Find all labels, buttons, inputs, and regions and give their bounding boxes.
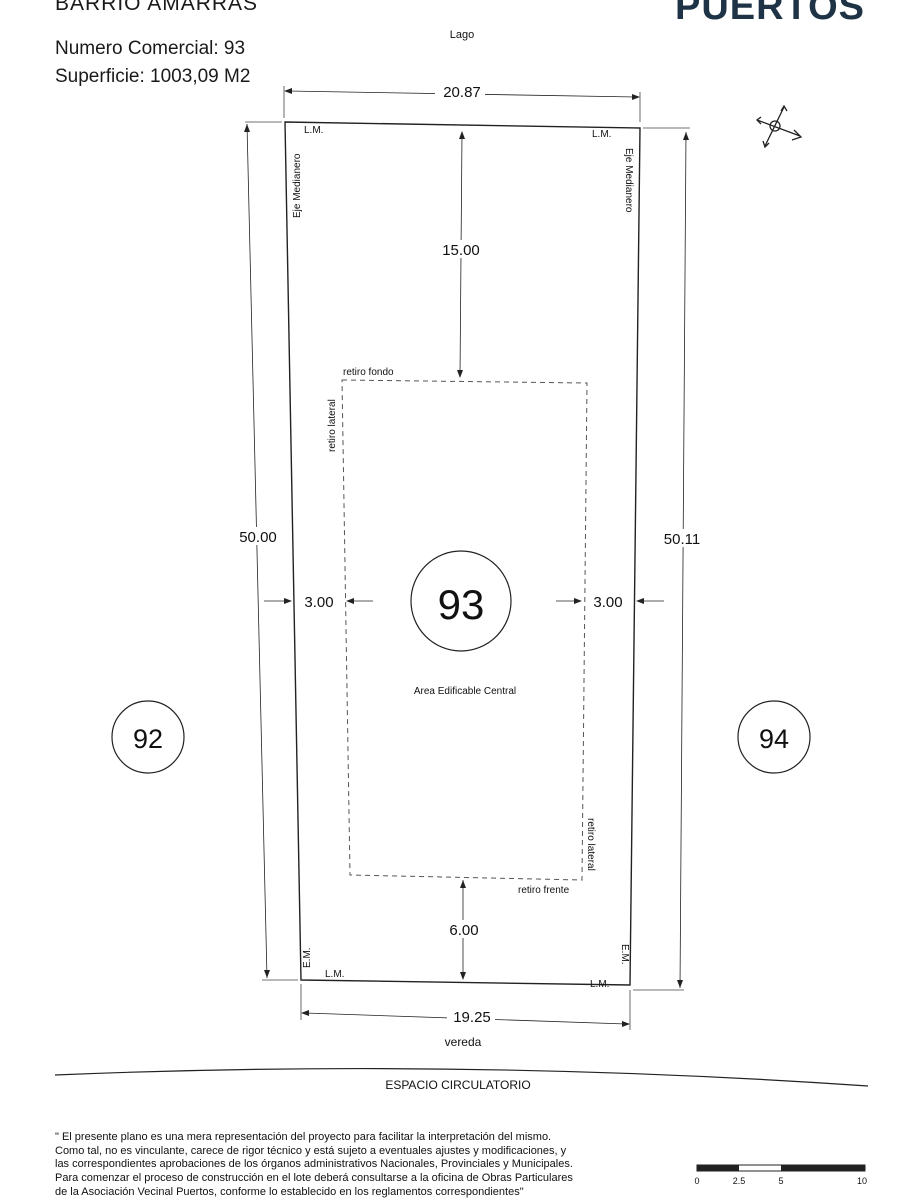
dimension-left: 50.00 (239, 529, 277, 546)
dimension-bottom: 19.25 (453, 1009, 491, 1026)
lm-label-top-left: L.M. (304, 125, 323, 136)
scale-tick-3: 10 (857, 1176, 867, 1186)
eje-medianero-left: Eje Medianero (292, 153, 303, 218)
dimension-back-setback: 15.00 (442, 242, 480, 259)
eje-medianero-right: Eje Medianero (623, 148, 634, 213)
em-label-right: E.M. (619, 944, 630, 965)
retiro-lateral-right-label: retiro lateral (585, 818, 596, 871)
neighbor-lot-right: 94 (759, 724, 789, 754)
dimension-line-right (679, 131, 687, 989)
dimension-line-left (246, 123, 268, 979)
scale-tick-1: 2.5 (733, 1176, 746, 1186)
disclaimer: " El presente plano es una mera represen… (55, 1131, 635, 1200)
retiro-fondo-label: retiro fondo (343, 367, 394, 378)
neighbor-lot-right-circle (737, 700, 811, 774)
north-arrow-icon (756, 104, 803, 149)
buildable-area-label: Area Edificable Central (414, 686, 516, 697)
lm-label-bottom-right: L.M. (590, 979, 609, 990)
em-label-left: E.M. (302, 947, 313, 968)
brand-logo: PUERTOS (674, 0, 865, 28)
lake-label: Lago (450, 29, 474, 41)
dimension-front-setback: 6.00 (449, 922, 478, 939)
disclaimer-line: Como tal, no es vinculante, carece de ri… (55, 1144, 567, 1157)
dimension-side-right: 3.00 (593, 594, 622, 611)
lot-boundary (284, 121, 641, 986)
neighbor-lot-left: 92 (133, 724, 163, 754)
disclaimer-line: Para comenzar el proceso de construcción… (55, 1172, 573, 1185)
lot-number-circle (410, 550, 512, 652)
scale-bar: 0 2.5 5 10 (694, 1164, 867, 1186)
buildable-area (341, 379, 588, 881)
street-edge-line (54, 1067, 869, 1087)
neighbor-lot-left-circle (111, 700, 185, 774)
lot-number: 93 (438, 581, 485, 628)
disclaimer-line: de la Asociación Vecinal Puertos, confor… (55, 1185, 524, 1198)
dimension-top: 20.87 (443, 84, 481, 101)
disclaimer-line: las correspondientes aprobaciones de los… (55, 1158, 573, 1171)
dimension-side-left: 3.00 (304, 594, 333, 611)
neighborhood-title: BARRIO AMARRAS (55, 0, 259, 15)
lot-area: Superficie: 1003,09 M2 (55, 66, 251, 87)
retiro-lateral-left-label: retiro lateral (327, 399, 338, 452)
disclaimer-line: " El presente plano es una mera represen… (55, 1131, 552, 1143)
dimension-right: 50.11 (664, 531, 700, 548)
street-label: ESPACIO CIRCULATORIO (385, 1078, 530, 1092)
scale-tick-2: 5 (778, 1176, 783, 1186)
lot-commercial-number: Numero Comercial: 93 (55, 38, 246, 59)
sidewalk-label: vereda (445, 1035, 482, 1049)
lm-label-bottom-left: L.M. (325, 969, 344, 980)
scale-tick-0: 0 (694, 1176, 699, 1186)
retiro-frente-label: retiro frente (518, 885, 570, 896)
lm-label-top-right: L.M. (592, 129, 611, 140)
